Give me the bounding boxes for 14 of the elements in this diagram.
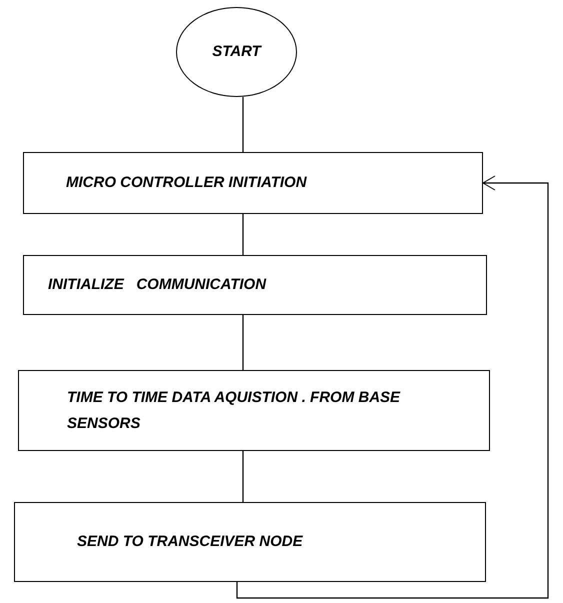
connector-line (242, 97, 244, 152)
connector-line (242, 214, 244, 255)
process-box (18, 370, 490, 451)
connector-line (242, 315, 244, 370)
step-label: INITIALIZE COMMUNICATION (48, 275, 266, 295)
connector-line (236, 176, 549, 599)
process-box (23, 255, 487, 315)
process-box (14, 502, 486, 582)
step-label: TIME TO TIME DATA AQUISTION . FROM BASE SENSORS (67, 388, 402, 434)
step-label: MICRO CONTROLLER INITIATION (66, 173, 307, 193)
process-box (23, 152, 483, 214)
step-label: SEND TO TRANSCEIVER NODE (77, 532, 303, 552)
step-label: START (212, 42, 261, 62)
connector-line (242, 451, 244, 502)
